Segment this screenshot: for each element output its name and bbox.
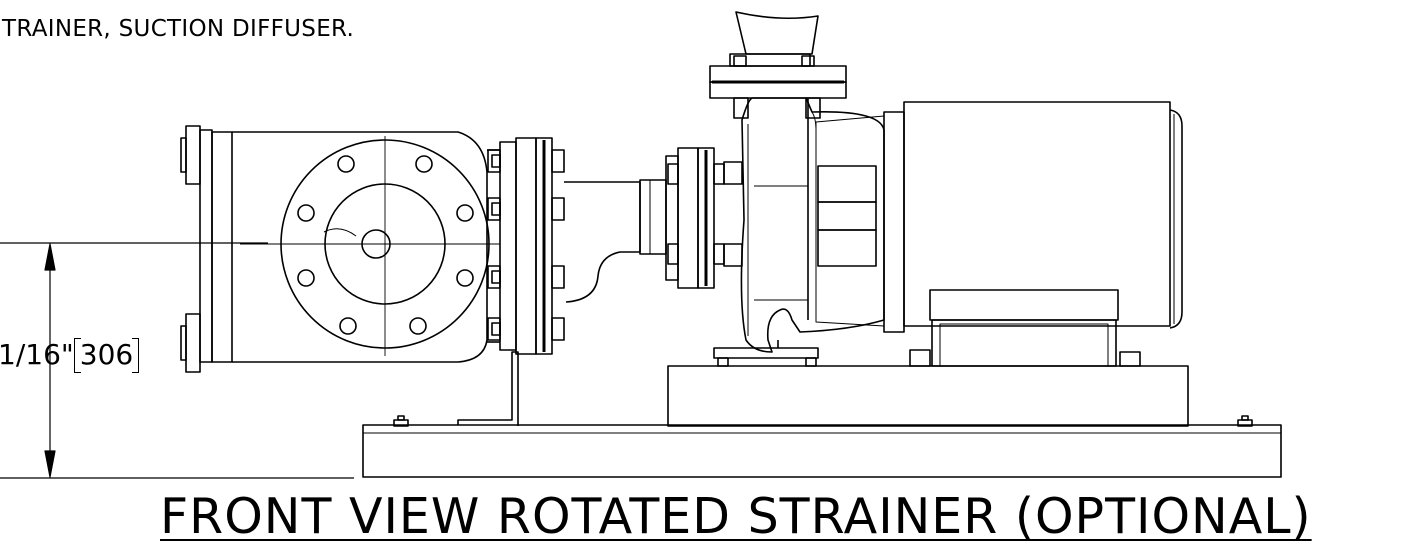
strainer-outlet-flange	[487, 137, 565, 355]
pedestal	[667, 365, 1189, 427]
view-title: FRONT VIEW ROTATED STRAINER (OPTIONAL)	[160, 488, 1312, 545]
suction-pipe	[564, 181, 641, 303]
base-bolt-left	[393, 415, 409, 427]
dimension-line	[0, 242, 354, 479]
pipe-collar	[639, 179, 667, 255]
discharge-pipe	[735, 11, 819, 55]
bearing-frame	[815, 115, 885, 327]
pump-suction-flange	[665, 147, 743, 289]
motor	[883, 101, 1183, 367]
base-bolt-right	[1237, 415, 1253, 427]
base-plate	[362, 415, 1282, 478]
discharge-flange	[709, 11, 847, 119]
strainer-note: TRAINER, SUCTION DIFFUSER.	[2, 16, 355, 42]
pump-volute	[713, 97, 885, 367]
dimension-inch: 1/16"	[0, 338, 74, 371]
dimension-metric: 306	[73, 338, 140, 373]
flange-bolts-left	[487, 149, 501, 341]
strainer-bracket	[457, 351, 519, 426]
strainer	[180, 125, 500, 373]
flange-bolts-right	[551, 149, 565, 341]
dimension-label: 1/16"306	[0, 338, 140, 373]
